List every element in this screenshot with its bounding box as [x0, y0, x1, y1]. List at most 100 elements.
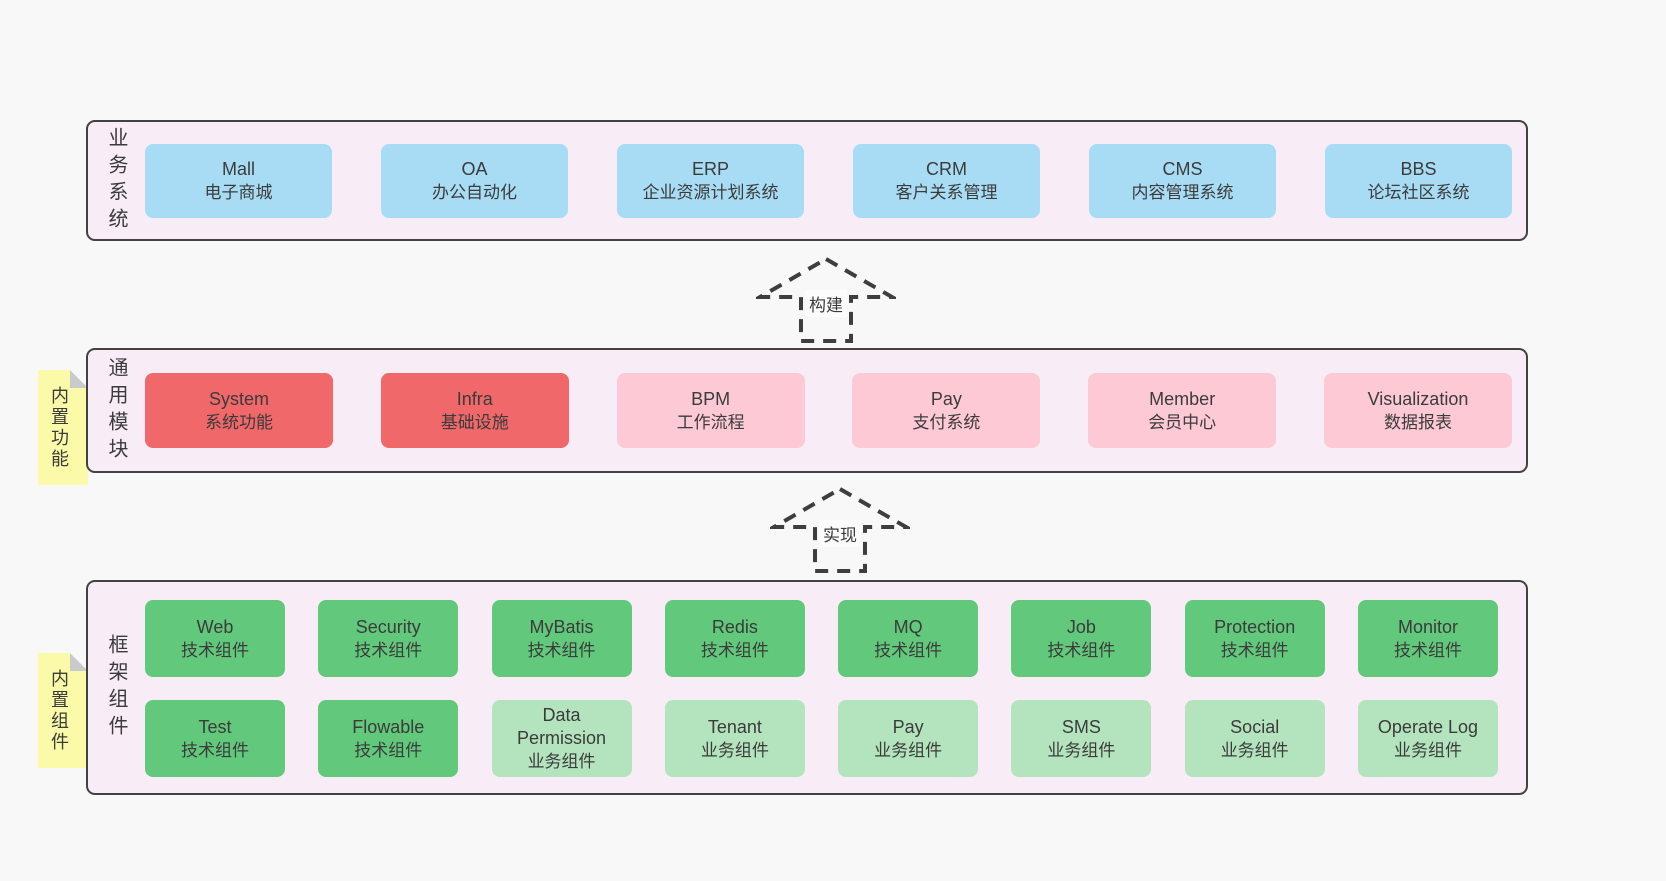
node-name: Redis — [711, 616, 758, 637]
node-name: Member — [1149, 388, 1216, 409]
node-data-permission: Data Permission 业务组件 — [491, 700, 632, 777]
node-description: 办公自动化 — [432, 182, 517, 202]
layer-title: 通用模块 — [105, 356, 127, 465]
node-name: Tenant — [707, 716, 762, 737]
node-protection: Protection 技术组件 — [1184, 600, 1325, 677]
node-description: 基础设施 — [440, 412, 509, 432]
node-row: System 系统功能 Infra 基础设施 BPM 工作流程 Pay 支付系统 Member 会… — [145, 373, 1512, 448]
arrow-implement: 实现 — [770, 486, 910, 574]
layer-framework-components: 框架组件 Web 技术组件 Security 技术组件 MyBatis 技术组件 Redis 技… — [86, 580, 1528, 795]
layer-title: 业务系统 — [105, 126, 127, 235]
node-description: 业务组件 — [874, 740, 943, 760]
node-monitor: Monitor 技术组件 — [1357, 600, 1498, 677]
arrow-build-label: 构建 — [805, 290, 847, 317]
node-name: ERP — [691, 158, 729, 179]
node-description: 客户关系管理 — [895, 182, 998, 202]
node-description: 论坛社区系统 — [1367, 182, 1470, 202]
node-name: CMS — [1162, 158, 1203, 179]
node-description: 技术组件 — [874, 640, 943, 660]
node-web: Web 技术组件 — [145, 600, 285, 677]
node-name: BPM — [691, 388, 731, 409]
node-name: Flowable — [352, 716, 425, 737]
node-description: 会员中心 — [1148, 412, 1217, 432]
node-description: 技术组件 — [181, 740, 249, 760]
node-description: 内容管理系统 — [1131, 182, 1234, 202]
node-description: 技术组件 — [181, 640, 249, 660]
node-name: Data Permission — [517, 705, 607, 748]
layer-common-modules: 通用模块 System 系统功能 Infra 基础设施 BPM 工作流程 Pay 支付系统 Mem… — [86, 348, 1528, 473]
node-name: Job — [1066, 616, 1096, 637]
node-test: Test 技术组件 — [145, 700, 285, 777]
node-name: Visualization — [1367, 388, 1469, 409]
layer-rows: System 系统功能 Infra 基础设施 BPM 工作流程 Pay 支付系统 Member 会… — [145, 350, 1512, 471]
node-pay: Pay 支付系统 — [852, 373, 1041, 448]
node-system: System 系统功能 — [145, 373, 333, 448]
arrow-build: 构建 — [756, 256, 896, 344]
node-description: 技术组件 — [1393, 640, 1462, 660]
node-description: 支付系统 — [912, 412, 981, 432]
node-visualization: Visualization 数据报表 — [1323, 373, 1512, 448]
node-name: Infra — [456, 388, 493, 409]
node-security: Security 技术组件 — [318, 600, 459, 677]
arrow-implement-label: 实现 — [819, 520, 861, 547]
node-name: BBS — [1400, 158, 1437, 179]
node-description: 业务组件 — [1220, 740, 1289, 760]
up-block-arrow-icon — [770, 486, 910, 573]
node-sms: SMS 业务组件 — [1011, 700, 1152, 777]
node-name: Test — [198, 716, 232, 737]
node-name: SMS — [1061, 716, 1101, 737]
node-description: 技术组件 — [527, 640, 596, 660]
sticky-note-内置组件: 内置组件 — [38, 653, 88, 768]
node-social: Social 业务组件 — [1184, 700, 1325, 777]
node-mybatis: MyBatis 技术组件 — [491, 600, 632, 677]
node-name: Protection — [1214, 616, 1296, 637]
node-bbs: BBS 论坛社区系统 — [1325, 143, 1512, 218]
sticky-note-label: 内置功能 — [49, 385, 69, 470]
node-name: OA — [461, 158, 488, 179]
node-description: 数据报表 — [1383, 412, 1452, 432]
node-member: Member 会员中心 — [1088, 373, 1277, 448]
node-crm: CRM 客户关系管理 — [853, 143, 1040, 218]
node-description: 技术组件 — [1220, 640, 1289, 660]
node-description: 系统功能 — [205, 412, 273, 432]
node-cms: CMS 内容管理系统 — [1089, 143, 1276, 218]
node-mq: MQ 技术组件 — [838, 600, 979, 677]
node-name: Monitor — [1397, 616, 1458, 637]
layer-title: 框架组件 — [105, 633, 127, 742]
node-job: Job 技术组件 — [1011, 600, 1152, 677]
node-description: 技术组件 — [700, 640, 769, 660]
node-description: 业务组件 — [1047, 740, 1116, 760]
node-bpm: BPM 工作流程 — [616, 373, 805, 448]
node-description: 工作流程 — [676, 412, 745, 432]
node-oa: OA 办公自动化 — [381, 143, 568, 218]
node-description: 电子商城 — [204, 182, 273, 202]
node-redis: Redis 技术组件 — [664, 600, 805, 677]
node-description: 技术组件 — [1047, 640, 1116, 660]
node-name: Mall — [221, 158, 255, 179]
node-description: 技术组件 — [354, 640, 423, 660]
node-name: System — [208, 388, 269, 409]
node-name: Web — [196, 616, 234, 637]
up-block-arrow-icon — [756, 256, 896, 343]
node-description: 业务组件 — [527, 752, 596, 771]
node-name: CRM — [926, 158, 967, 179]
node-name: Pay — [930, 388, 962, 409]
node-name: MyBatis — [529, 616, 594, 637]
node-name: MQ — [893, 616, 923, 637]
sticky-note-label: 内置组件 — [49, 668, 69, 753]
node-name: Social — [1230, 716, 1280, 737]
node-name: Security — [355, 616, 421, 637]
node-infra: Infra 基础设施 — [380, 373, 569, 448]
